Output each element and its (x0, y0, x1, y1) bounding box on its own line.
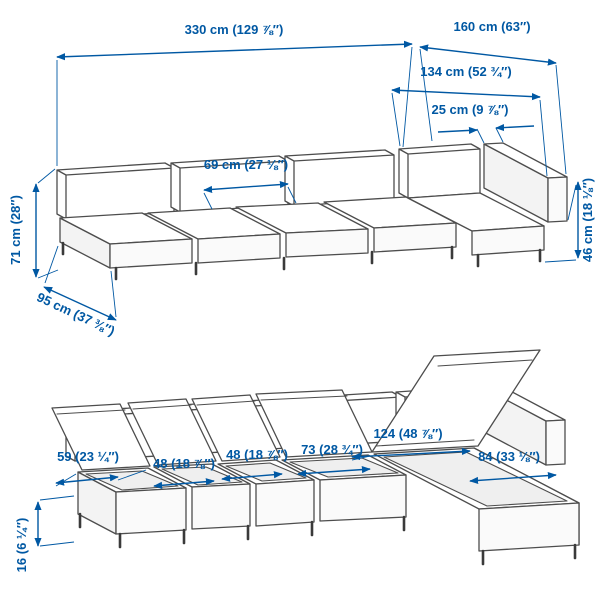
lifted-seat-lids (51, 389, 373, 471)
extension-line (567, 184, 577, 221)
dim-storage-3-width: 48 (18 ⅞″) (221, 447, 288, 482)
extension-line (544, 259, 577, 263)
assembled-sofa-illustration (56, 142, 568, 281)
seat-front-face (285, 228, 369, 258)
dimension-line (297, 465, 371, 478)
dim-chaise-total-depth: 160 cm (63″) (419, 19, 567, 175)
armrest-front-face (545, 419, 566, 466)
dimension-label: 330 cm (129 ⅞″) (185, 22, 284, 37)
lid-seam (56, 409, 126, 415)
back-cushion-1 (56, 162, 175, 220)
extension-line (203, 192, 213, 210)
storage-box-1 (77, 467, 187, 535)
extension-line (495, 127, 504, 143)
dimension-line (419, 44, 557, 66)
armrest-front-face (547, 176, 568, 223)
extension-line (39, 541, 75, 547)
extension-line (117, 469, 147, 481)
dimension-label: 46 cm (18 ⅛″) (580, 178, 595, 262)
dim-storage-1-width: 59 (23 ¼″) (55, 449, 147, 487)
box-front-face (255, 479, 315, 527)
dimension-label: 25 cm (9 ⅞″) (431, 102, 508, 117)
seat-cushion-1 (59, 212, 193, 269)
dimension-line (56, 40, 413, 61)
seat-front-face (197, 233, 281, 264)
seat-cushion-2 (147, 207, 281, 264)
seat-lid-1 (51, 403, 151, 471)
seat-front-face (109, 238, 193, 269)
extension-line (476, 128, 485, 144)
seat-lid-2 (127, 398, 217, 466)
dim-seat-height: 46 cm (18 ⅛″) (544, 178, 595, 263)
dim-armrest-width: 25 cm (9 ⅞″) (431, 102, 535, 144)
extension-line (287, 186, 297, 204)
back-cushion-3 (284, 149, 395, 207)
dim-seat-width: 69 cm (27 ⅛″) (203, 157, 297, 210)
dim-back-height: 71 cm (28″) (8, 168, 59, 279)
dimension-label: 48 (18 ⅞″) (153, 456, 215, 471)
dimension-line (437, 126, 478, 135)
dim-chaise-storage-length: 124 (48 ⅞″) (351, 426, 471, 461)
box-front-face (115, 487, 187, 535)
extension-line (391, 92, 401, 147)
dimension-line (495, 123, 535, 132)
dimension-label: 134 cm (52 ¾″) (420, 64, 512, 79)
extension-line (419, 48, 433, 142)
dim-storage-4-width: 73 (28 ¾″) (297, 442, 371, 478)
dimension-label: 69 cm (27 ⅛″) (204, 157, 288, 172)
dimension-line (43, 286, 117, 321)
chaise-front-face (471, 225, 545, 256)
box-front-face (478, 502, 580, 552)
extension-line (402, 46, 413, 148)
extension-line (44, 245, 59, 284)
dimension-line (351, 447, 471, 461)
storage-dimensions: 124 (48 ⅞″) 59 (23 ¼″) 48 (18 ⅞″) 48 (18… (14, 426, 557, 573)
lid-seam (260, 395, 348, 401)
seat-front-face (373, 222, 457, 253)
lid-seam (132, 404, 192, 410)
extension-line (555, 64, 567, 175)
dimension-label: 59 (23 ¼″) (57, 449, 119, 464)
box-front-face (319, 474, 407, 522)
extension-line (55, 473, 77, 487)
extension-line (37, 168, 56, 184)
storage-view: 124 (48 ⅞″) 59 (23 ¼″) 48 (18 ⅞″) 48 (18… (14, 349, 580, 573)
seat-lid-4 (255, 389, 373, 458)
lid-seam (437, 359, 533, 367)
dim-storage-inner-depth: 16 (6 ¼″) (14, 495, 75, 573)
dimension-label: 124 (48 ⅞″) (373, 426, 442, 441)
sofa-legs (61, 241, 542, 281)
dimension-label: 73 (28 ¾″) (301, 442, 363, 457)
dim-chaise-inner-depth: 134 cm (52 ¾″) (391, 64, 548, 177)
dimension-label: 84 (33 ⅛″) (478, 449, 540, 464)
chaise-cushion (407, 192, 545, 256)
box-front-face (191, 483, 251, 530)
dimension-line (55, 474, 119, 486)
seat-lid-3 (191, 394, 281, 462)
dimension-label: 95 cm (37 ⅜″) (35, 289, 118, 338)
lid-edge (375, 439, 475, 447)
dimension-line (221, 471, 283, 482)
dimension-label: 160 cm (63″) (453, 19, 530, 34)
assembled-view: 330 cm (129 ⅞″) 160 cm (63″) 134 cm (52 … (8, 19, 595, 339)
dim-storage-2-width: 48 (18 ⅞″) (153, 456, 215, 489)
dimension-line (469, 471, 557, 485)
chaise-back-cushion (398, 143, 481, 199)
dimension-label: 71 cm (28″) (8, 195, 23, 265)
lid-seam (196, 400, 256, 406)
dim-chaise-storage-width: 84 (33 ⅛″) (469, 449, 557, 485)
seat-cushion-3 (235, 202, 369, 258)
dimension-line (391, 86, 541, 101)
sofa-legs (78, 512, 577, 566)
armrest (483, 142, 568, 223)
dimension-label: 16 (6 ¼″) (14, 518, 29, 573)
dim-total-length: 330 cm (129 ⅞″) (56, 22, 413, 166)
dimension-label: 48 (18 ⅞″) (226, 447, 288, 462)
extension-line (539, 99, 548, 177)
box-cavity (289, 457, 399, 478)
dimension-line (203, 180, 289, 194)
extension-line (39, 495, 75, 501)
dimension-line (153, 478, 215, 489)
